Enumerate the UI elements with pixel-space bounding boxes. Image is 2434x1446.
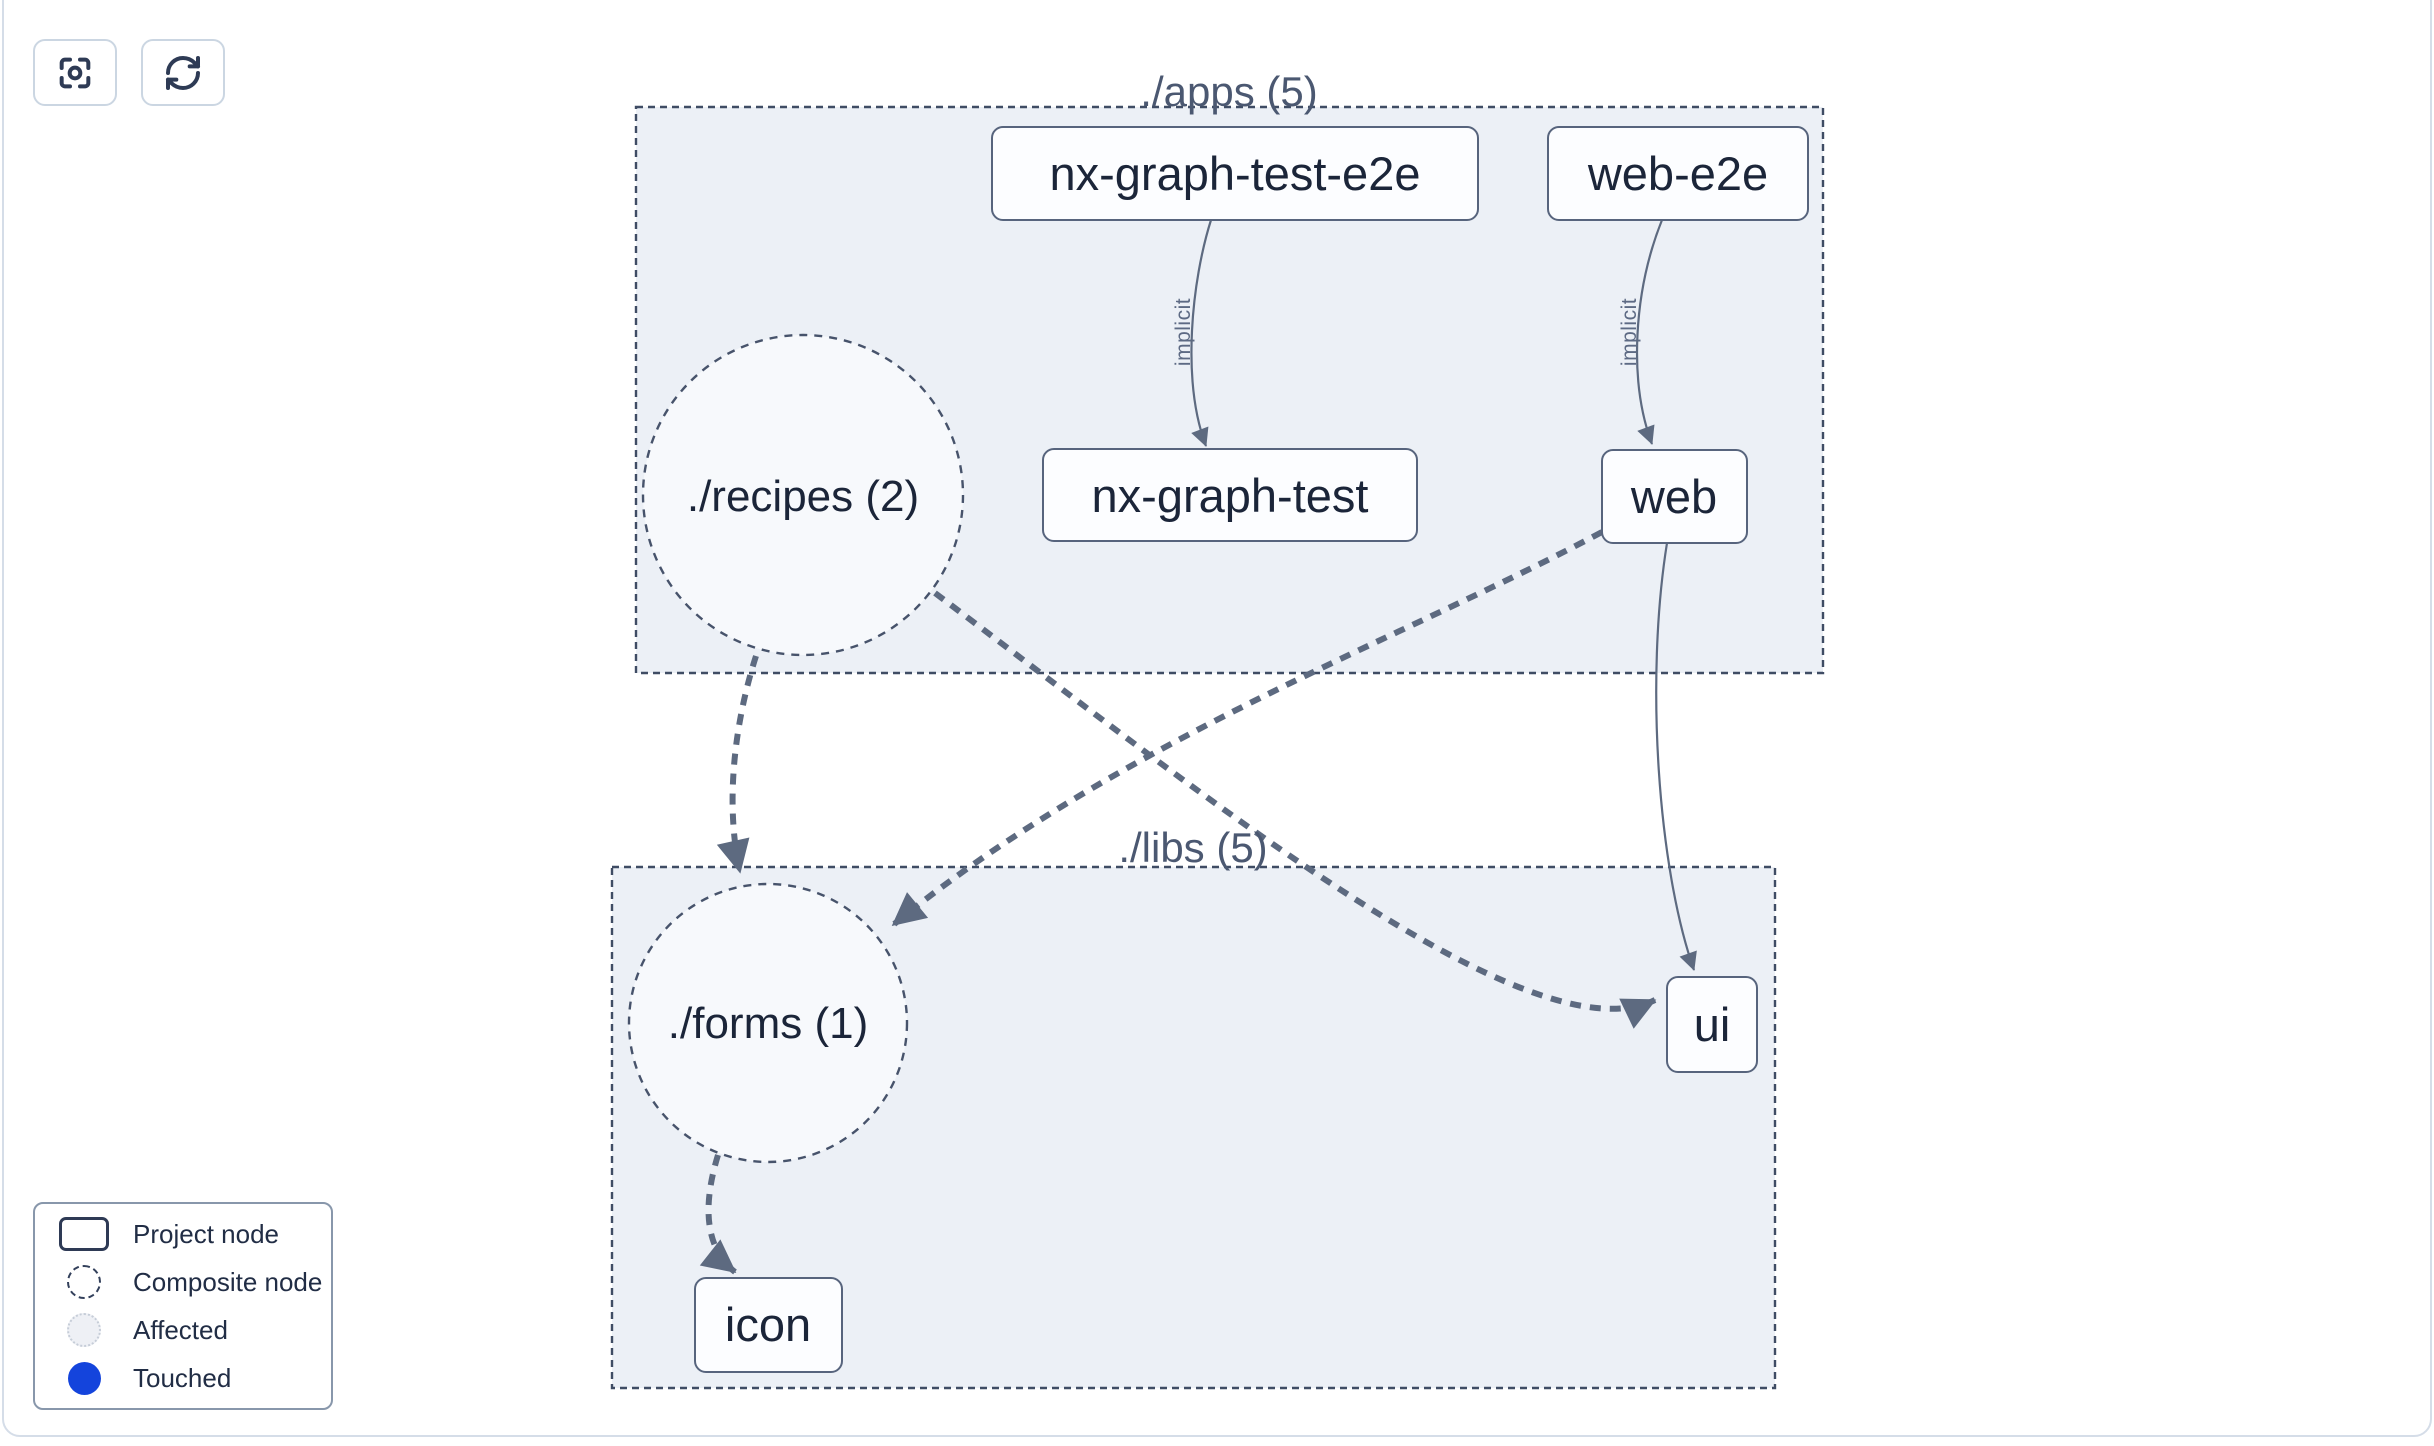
project-node-icon-label: icon [725,1298,811,1351]
edge-web-e2e-to-web[interactable] [1635,219,1664,445]
project-node-web-e2e[interactable]: web-e2e [1547,126,1809,221]
edge-label-implicit-2: implicit [1618,298,1641,366]
edge-recipes-to-forms[interactable] [716,655,759,874]
project-node-icon[interactable]: icon [694,1277,843,1373]
edge-web-to-ui[interactable] [1655,542,1697,971]
project-node-web-label: web [1630,470,1717,523]
group-apps-title: ./apps (5) [1140,68,1317,115]
refresh-icon [166,55,200,90]
edge-label-implicit-1: implicit [1172,298,1195,366]
graph-toolbar [33,39,225,106]
project-node-nx-graph-test-label: nx-graph-test [1092,469,1369,522]
edge-nx-graph-test-e2e-to-nx-graph-test[interactable] [1190,219,1213,447]
project-node-nx-graph-test-e2e[interactable]: nx-graph-test-e2e [991,126,1479,221]
affected-swatch [67,1313,101,1347]
edge-web-to-forms[interactable] [891,529,1604,928]
composite-node-forms[interactable]: ./forms (1) [627,882,909,1164]
project-node-ui-label: ui [1694,998,1731,1051]
group-libs-title: ./libs (5) [1118,824,1267,871]
legend: Project node Composite node Affected Tou… [33,1202,333,1410]
project-node-swatch [59,1217,109,1251]
project-node-nx-graph-test-e2e-label: nx-graph-test-e2e [1050,147,1421,200]
legend-swatch-touched [67,1361,101,1395]
composite-node-forms-label: ./forms (1) [668,999,868,1048]
legend-label: Project node [133,1218,279,1249]
composite-node-recipes-label: ./recipes (2) [687,472,919,521]
project-node-web-e2e-label: web-e2e [1587,147,1768,200]
project-node-nx-graph-test[interactable]: nx-graph-test [1042,448,1418,542]
focus-icon [59,57,91,88]
refresh-graph-button[interactable] [141,39,225,106]
legend-label: Affected [133,1314,228,1345]
project-node-web[interactable]: web [1601,449,1748,544]
project-node-ui[interactable]: ui [1666,976,1758,1073]
legend-label: Composite node [133,1266,323,1297]
legend-item-composite-node: Composite node [35,1265,331,1299]
center-graph-button[interactable] [33,39,117,106]
composite-node-recipes[interactable]: ./recipes (2) [641,333,965,657]
legend-item-affected: Affected [35,1313,331,1347]
composite-node-swatch [67,1265,101,1299]
legend-label: Touched [133,1362,232,1393]
legend-item-touched: Touched [35,1361,331,1395]
legend-item-project-node: Project node [35,1217,331,1251]
